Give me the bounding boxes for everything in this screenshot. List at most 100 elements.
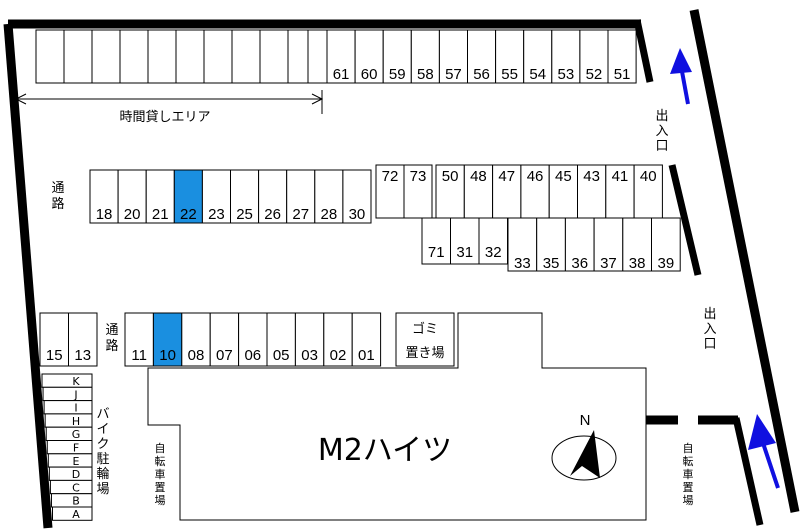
slot-number-38: 38 [629, 255, 646, 272]
slot-number-02: 02 [330, 347, 347, 364]
bike-slot-label-I: I [74, 402, 77, 415]
svg-text:自転車置場: 自転車置場 [683, 442, 694, 507]
slot-number-28: 28 [321, 206, 338, 223]
bike-slot-H [44, 413, 93, 428]
slot-number-23: 23 [208, 206, 225, 223]
street-wall [689, 9, 800, 513]
parking-slot-28 [314, 169, 344, 224]
svg-text:通路: 通路 [51, 181, 64, 212]
slot-number-45: 45 [555, 168, 572, 185]
passage-label-lower: 通路 [105, 323, 118, 354]
parking-slot-32 [478, 217, 508, 265]
parking-slot-37 [593, 217, 624, 272]
slot-number-10: 10 [159, 347, 176, 364]
top-row-blank-slots [35, 29, 328, 84]
slot-number-55: 55 [501, 66, 518, 83]
parking-slot-53 [551, 29, 581, 84]
passage-label-upper: 通路 [51, 181, 64, 212]
slot-number-31: 31 [456, 244, 473, 261]
bike-slot-label-H: H [72, 415, 80, 428]
parking-slot-71 [421, 217, 451, 265]
slot-number-15: 15 [46, 347, 63, 364]
slot-number-11: 11 [131, 347, 147, 364]
bike-slot-E [47, 453, 93, 468]
slot-number-52: 52 [586, 66, 603, 83]
garbage-label-line1: ゴミ [412, 321, 438, 337]
parking-slot-50 [435, 164, 465, 219]
slot-number-35: 35 [543, 255, 560, 272]
slot-number-43: 43 [583, 168, 600, 185]
parking-slot-10 [152, 312, 183, 367]
slot-number-50: 50 [442, 168, 459, 185]
slot-number-60: 60 [361, 66, 378, 83]
slot-number-06: 06 [244, 347, 261, 364]
bike-slot-label-E: E [73, 455, 80, 468]
bike-slot-label-K: K [72, 375, 80, 388]
parking-slot-48 [463, 164, 494, 219]
slot-number-18: 18 [96, 206, 113, 223]
slot-number-25: 25 [236, 206, 253, 223]
slot-number-41: 41 [612, 168, 629, 185]
bike-slot-label-C: C [72, 481, 80, 494]
slot-number-47: 47 [498, 168, 515, 185]
slot-number-32: 32 [485, 244, 502, 261]
bike-slot-J [42, 386, 93, 402]
slot-number-37: 37 [600, 255, 617, 272]
slot-number-22: 22 [180, 206, 197, 223]
entry-arrow-icon-bottom [748, 414, 780, 489]
parking-slot-39 [651, 217, 681, 272]
parking-slot-55 [495, 29, 525, 84]
bike-label: バイク駐輪場 [96, 407, 109, 497]
slot-number-57: 57 [445, 66, 462, 83]
parking-slot-56 [467, 29, 497, 84]
parking-slot-51 [607, 29, 637, 84]
exit-label-right: 出入口 [703, 307, 716, 352]
parking-slot-73 [403, 164, 433, 219]
svg-text:通路: 通路 [105, 323, 118, 354]
slot-number-39: 39 [658, 255, 675, 272]
bike-slot-D [48, 466, 93, 481]
parking-slot-03 [294, 312, 325, 367]
parking-slot-58 [410, 29, 440, 84]
parking-slot-06 [238, 312, 268, 367]
svg-text:自転車置場: 自転車置場 [155, 442, 166, 507]
parking-slot-21 [145, 169, 175, 224]
slot-number-13: 13 [74, 347, 91, 364]
bike-slot-label-A: A [72, 508, 80, 521]
slot-number-56: 56 [473, 66, 490, 83]
building-outline [147, 312, 647, 521]
svg-text:出入口: 出入口 [703, 307, 716, 352]
slot-number-30: 30 [349, 206, 366, 223]
slot-number-05: 05 [273, 347, 290, 364]
svg-text:出入口: 出入口 [655, 109, 668, 154]
entry-arrow-icon-top [670, 48, 692, 105]
slot-number-73: 73 [410, 168, 427, 185]
bike-slot-label-B: B [72, 495, 80, 508]
parking-slot-07 [209, 312, 240, 367]
left-wall [3, 23, 53, 529]
parking-slot-43 [577, 164, 607, 219]
exit-wall-mid [668, 164, 702, 276]
garbage-label-line2: 置き場 [405, 346, 444, 361]
rental-area-dimension [14, 90, 324, 114]
parking-slot-54 [523, 29, 553, 84]
garbage-area [395, 312, 455, 367]
parking-slot-46 [520, 164, 550, 219]
slot-number-46: 46 [527, 168, 544, 185]
svg-text:バイク駐輪場: バイク駐輪場 [96, 407, 109, 497]
bike-slot-label-G: G [72, 428, 81, 441]
parking-slot-59 [382, 29, 412, 84]
building-name: M2ハイツ [318, 433, 452, 468]
slot-number-54: 54 [529, 66, 546, 83]
parking-slot-61 [326, 29, 356, 84]
parking-slot-38 [622, 217, 652, 272]
exit-wall-bottom [732, 417, 764, 526]
